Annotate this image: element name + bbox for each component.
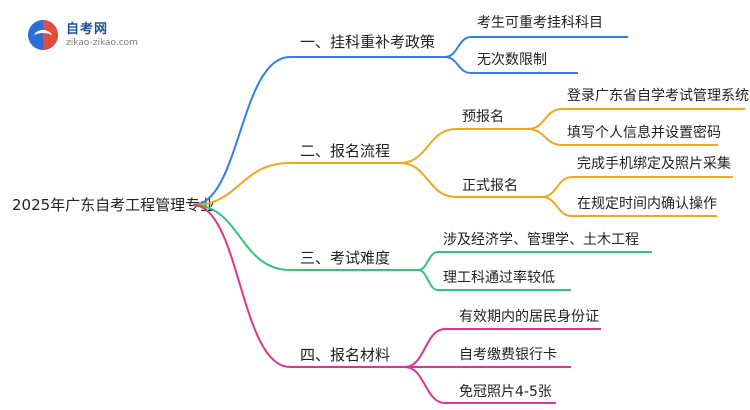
edge-branch-2-sub-1 xyxy=(399,128,457,164)
branch-4-leaf-1: 有效期内的居民身份证 xyxy=(459,309,599,325)
edge-branch-4-leaf-1 xyxy=(404,328,446,368)
logo: 自考网 zikao-zikao.com xyxy=(28,16,168,56)
branch-1-leaf-1: 考生可重考挂科科目 xyxy=(477,15,603,31)
edge-branch-1-leaf-1 xyxy=(444,36,472,58)
branch-3-leaf-1: 涉及经济学、管理学、土木工程 xyxy=(443,232,639,248)
edge-branch-2-sub-2-leaf-1 xyxy=(541,176,573,198)
logo-url: zikao-zikao.com xyxy=(66,38,138,48)
edge-branch-4-leaf-3 xyxy=(404,366,446,404)
branch-1-leaf-2: 无次数限制 xyxy=(477,52,547,68)
edge-branch-2-sub-1-leaf-1 xyxy=(527,108,563,130)
edge-root-branch-1 xyxy=(192,56,291,206)
branch-3-leaf-2: 理工科通过率较低 xyxy=(443,269,555,286)
edge-branch-1-leaf-2 xyxy=(444,56,472,74)
branch-2-label: 二、报名流程 xyxy=(300,142,390,160)
edge-root-branch-4 xyxy=(192,204,291,368)
branch-2-sub-2-leaf-2: 在规定时间内确认操作 xyxy=(577,196,717,212)
edge-branch-2-sub-2 xyxy=(399,162,457,198)
edge-branch-3-leaf-2 xyxy=(417,269,439,291)
branch-4-label: 四、报名材料 xyxy=(300,346,390,364)
edge-branch-2-sub-2-leaf-2 xyxy=(541,196,573,217)
logo-name: 自考网 xyxy=(66,22,109,37)
edge-root-branch-3 xyxy=(192,204,291,271)
branch-2-sub-1-leaf-1: 登录广东省自学考试管理系统 xyxy=(567,88,749,104)
branch-2-sub-1-label: 预报名 xyxy=(462,109,504,125)
branch-1-label: 一、挂科重补考政策 xyxy=(300,33,435,51)
branch-4-leaf-2: 自考缴费银行卡 xyxy=(459,347,557,363)
graduation-cap-icon xyxy=(28,20,58,50)
edge-branch-3-leaf-1 xyxy=(417,251,439,271)
branch-2-sub-1-leaf-2: 填写个人信息并设置密码 xyxy=(567,124,721,141)
branch-2-sub-2-leaf-1: 完成手机绑定及照片采集 xyxy=(577,155,731,172)
branch-3-label: 三、考试难度 xyxy=(300,249,390,267)
edge-root-branch-2 xyxy=(192,162,291,206)
root-label: 2025年广东自考工程管理专业 xyxy=(12,196,215,214)
edge-branch-2-sub-1-leaf-2 xyxy=(527,128,563,146)
branch-2-sub-2-label: 正式报名 xyxy=(462,178,518,194)
branch-4-leaf-3: 免冠照片4-5张 xyxy=(459,384,552,400)
